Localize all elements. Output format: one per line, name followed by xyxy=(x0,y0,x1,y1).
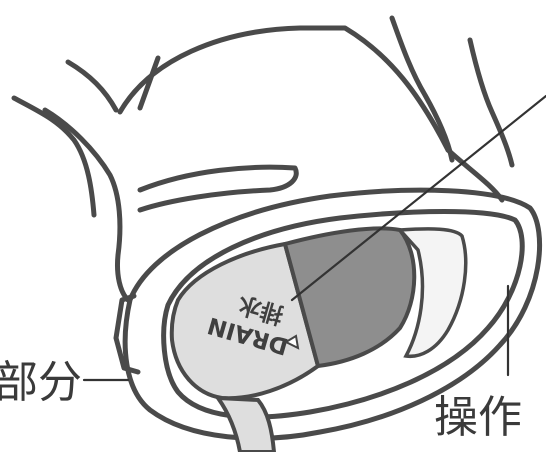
bowl-bracket xyxy=(113,293,141,375)
leader-line-top xyxy=(290,94,546,302)
tank-body xyxy=(117,25,451,153)
drain-dark-half xyxy=(282,226,417,369)
right-hand-finger xyxy=(467,37,515,168)
left-hand-finger-2 xyxy=(65,59,119,113)
spout xyxy=(213,395,277,452)
right-hand xyxy=(389,15,455,163)
strap xyxy=(137,164,299,213)
drain-slot xyxy=(396,227,468,359)
left-hand xyxy=(42,107,131,303)
bowl-outer xyxy=(122,187,542,441)
label-right: 操作 xyxy=(434,392,522,443)
bowl-inner xyxy=(161,209,525,420)
tank-shoulder-detail xyxy=(137,55,161,111)
label-left: 部分 xyxy=(0,357,82,408)
rotate-arrow-icon xyxy=(283,334,300,350)
left-hand-finger xyxy=(11,95,97,218)
